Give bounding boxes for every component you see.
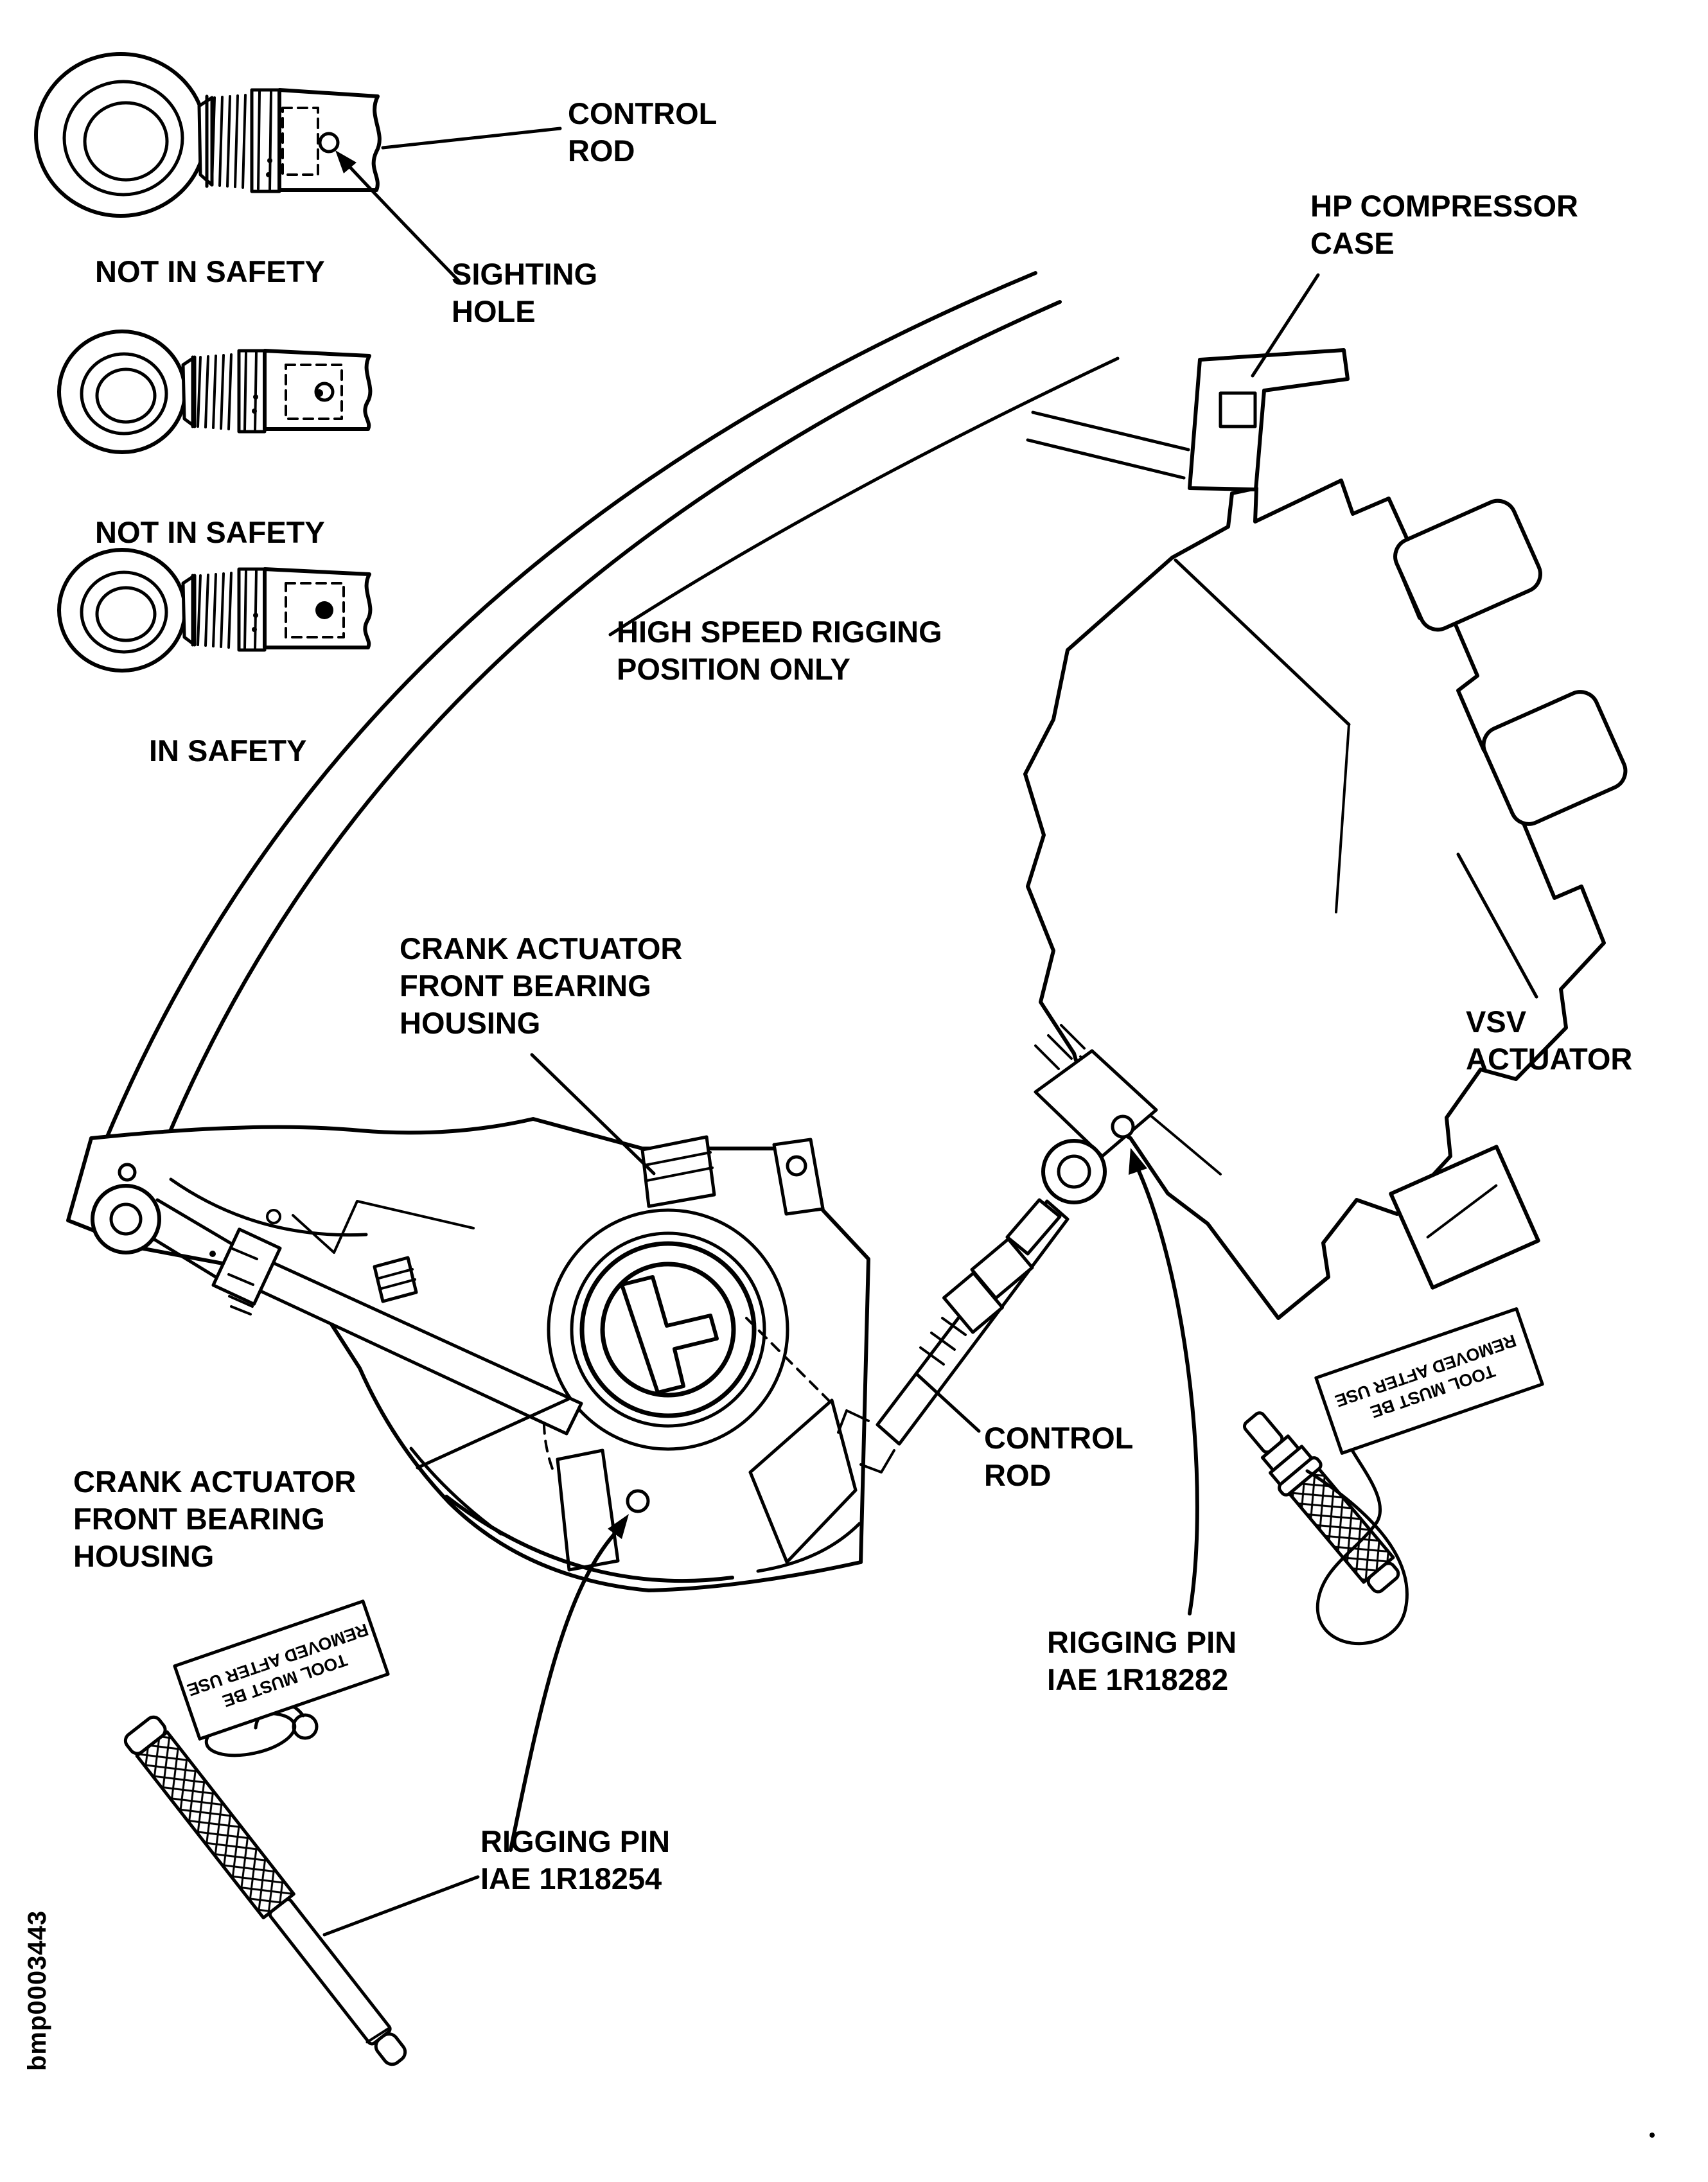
figure-id: bmp0003443 bbox=[23, 1910, 51, 2071]
label-in-safety: IN SAFETY bbox=[149, 734, 307, 768]
t-slot bbox=[620, 1275, 719, 1395]
lanyard-right bbox=[1305, 1447, 1409, 1646]
label-rigging-pin-right: RIGGING PIN IAE 1R18282 bbox=[1047, 1625, 1237, 1696]
label-rigging-pin-left: RIGGING PIN IAE 1R18254 bbox=[480, 1824, 671, 1896]
label-vsv-actuator: VSV ACTUATOR bbox=[1466, 1005, 1633, 1076]
sighting-hole-detail-1 bbox=[318, 132, 340, 154]
hatched-pad-left bbox=[373, 1256, 418, 1303]
rod-end-eye bbox=[1041, 1139, 1107, 1204]
rigging-sighting-hole-upper bbox=[1111, 1114, 1135, 1139]
arrow-sighting-hole bbox=[345, 162, 461, 283]
label-not-in-safety-1: NOT IN SAFETY bbox=[95, 254, 325, 288]
label-not-in-safety-2: NOT IN SAFETY bbox=[95, 515, 325, 549]
label-crank-housing-upper: CRANK ACTUATOR FRONT BEARING HOUSING bbox=[400, 931, 683, 1040]
rigging-sighting-hole-lower bbox=[626, 1489, 650, 1513]
rod-clamp bbox=[211, 1227, 282, 1306]
tool-tag-left bbox=[173, 1599, 390, 1741]
leader-crank-housing-upper bbox=[530, 1053, 656, 1175]
bearing-bore bbox=[547, 1208, 789, 1451]
arrow-right-pin-to-hole bbox=[1134, 1162, 1199, 1615]
actuator-boss-upper bbox=[1393, 498, 1542, 632]
label-hp-compressor-case: HP COMPRESSOR CASE bbox=[1310, 189, 1578, 260]
vsv-actuator-body bbox=[1023, 348, 1628, 1320]
lever-eye bbox=[91, 1184, 161, 1254]
actuator-boss-lower bbox=[1481, 690, 1628, 826]
arrow-left-pin-to-hole bbox=[509, 1528, 620, 1852]
label-control-rod-top: CONTROL ROD bbox=[568, 96, 718, 168]
leader-control-rod-top bbox=[381, 127, 562, 150]
label-crank-housing-lower: CRANK ACTUATOR FRONT BEARING HOUSING bbox=[73, 1465, 357, 1573]
rod-end-detail-1 bbox=[34, 52, 382, 218]
callout-arrows bbox=[335, 150, 1199, 1852]
label-high-speed-note: HIGH SPEED RIGGING POSITION ONLY bbox=[617, 615, 942, 686]
rigging-pin-left bbox=[123, 1702, 407, 2066]
leader-lines bbox=[322, 127, 1538, 1937]
actuator-mount-bracket bbox=[1188, 348, 1350, 491]
leader-hp-compressor-case bbox=[1251, 273, 1320, 378]
sighting-hole-detail-3-filled bbox=[315, 601, 333, 619]
leader-rigging-pin-left bbox=[322, 1875, 480, 1937]
crank-lever-and-rod bbox=[91, 1163, 583, 1436]
leader-control-rod-lower bbox=[915, 1373, 981, 1433]
label-control-rod-lower: CONTROL ROD bbox=[984, 1421, 1134, 1492]
leader-vsv-actuator bbox=[1456, 852, 1538, 999]
wedge-right bbox=[748, 1398, 858, 1564]
wedge-left bbox=[556, 1448, 620, 1572]
leader-crank-housing-lower bbox=[416, 1397, 570, 1470]
rod-end-detail-3 bbox=[57, 548, 373, 673]
period-dot bbox=[1650, 2133, 1655, 2138]
rod-end-detail-2 bbox=[57, 330, 373, 454]
actuator-flange bbox=[1389, 1145, 1540, 1290]
tool-tag-right bbox=[1314, 1307, 1544, 1455]
label-sighting-hole: SIGHTING HOLE bbox=[452, 257, 598, 328]
